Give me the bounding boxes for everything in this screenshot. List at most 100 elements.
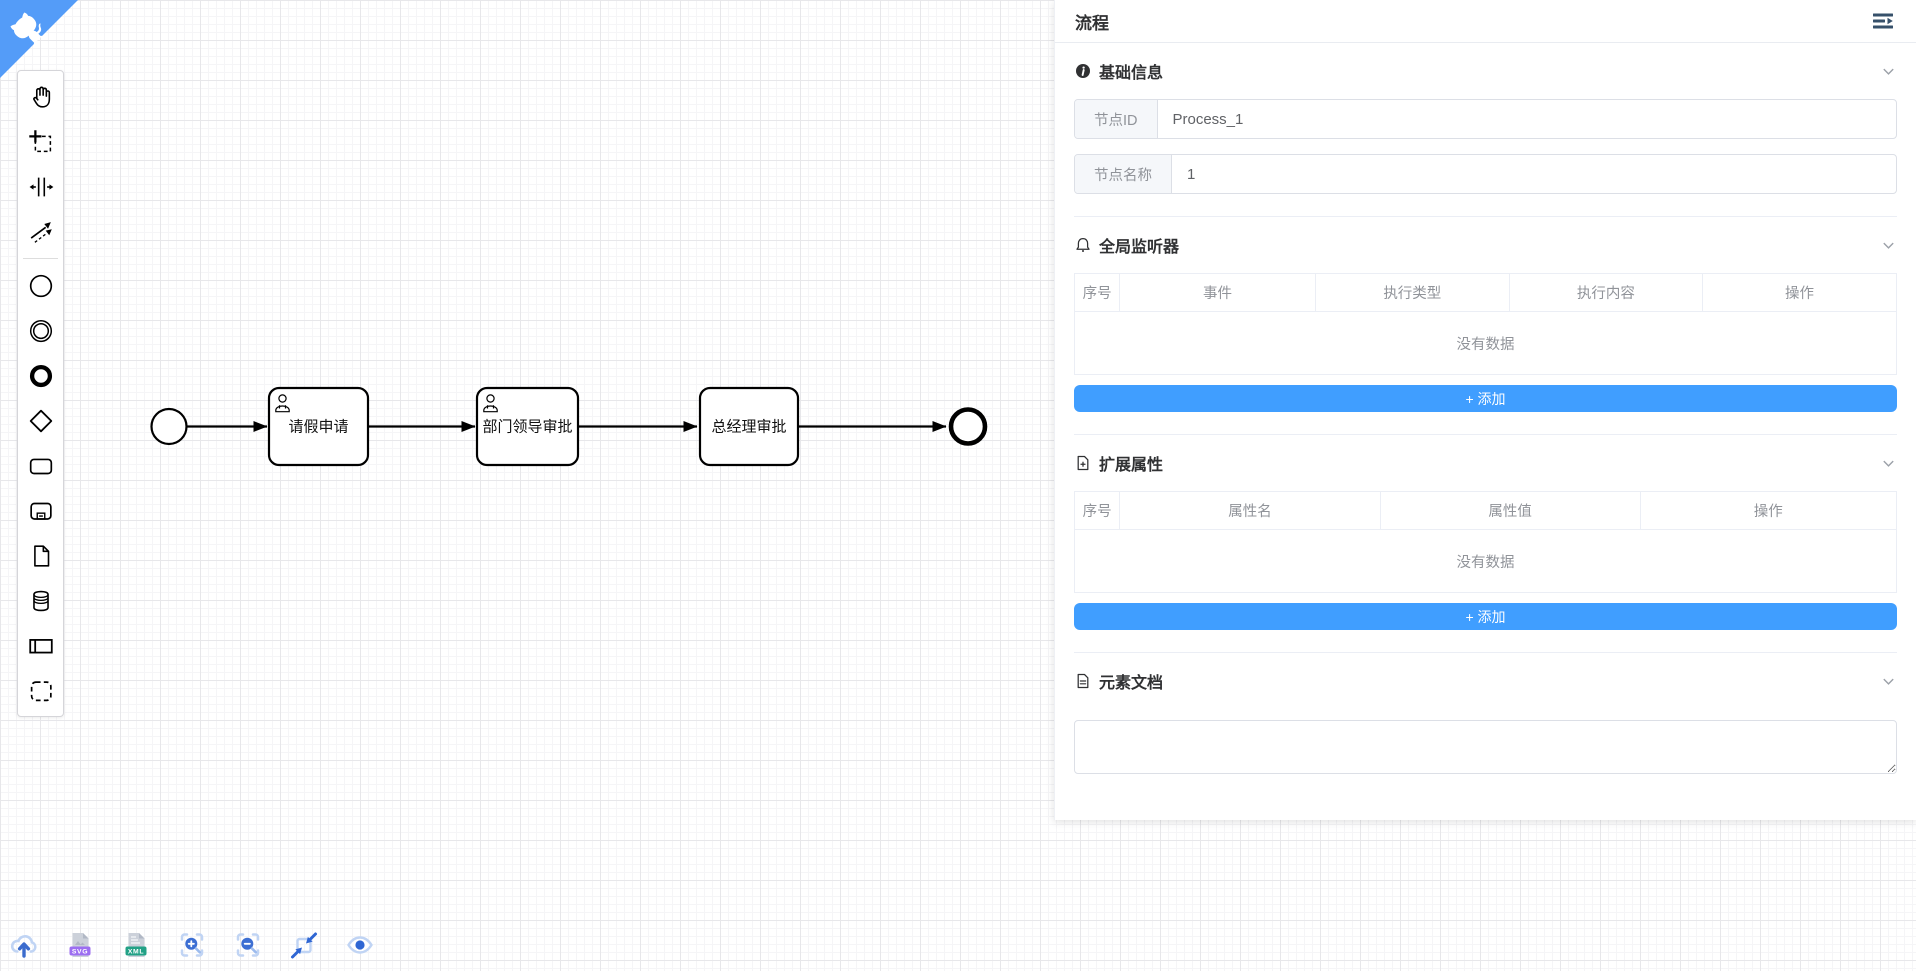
properties-panel: 流程 基础信息 (1054, 0, 1916, 820)
space-tool[interactable] (18, 164, 63, 209)
create-end-event[interactable] (18, 353, 63, 398)
gateway-icon (29, 409, 52, 432)
svg-text:总经理审批: 总经理审批 (711, 419, 786, 436)
section-title: 全局监听器 (1099, 239, 1180, 256)
panel-title: 流程 (1075, 13, 1109, 33)
task-icon (29, 458, 52, 474)
create-gateway[interactable] (18, 398, 63, 443)
create-data-object[interactable] (18, 533, 63, 578)
zoom-out-icon (236, 933, 260, 957)
section-element-doc-header[interactable]: 元素文档 (1074, 653, 1897, 706)
zoom-out-button[interactable] (233, 929, 263, 961)
bpmn-diagram: 请假申请 部门领导审批 总经理审批 (150, 386, 988, 467)
section-extended-attributes-header[interactable]: 扩展属性 (1074, 435, 1897, 488)
listeners-table: 序号 事件 执行类型 执行内容 操作 没有数据 (1074, 273, 1897, 375)
panel-header: 流程 (1055, 0, 1916, 43)
node-name-field: 节点名称 (1074, 154, 1897, 194)
lasso-tool[interactable] (18, 119, 63, 164)
chevron-down-icon[interactable] (1881, 674, 1896, 689)
global-connect-tool[interactable] (18, 209, 63, 254)
user-task-node[interactable]: 请假申请 (267, 386, 370, 467)
end-event-icon (29, 364, 52, 387)
space-tool-icon (29, 177, 53, 196)
upload-button[interactable] (9, 929, 39, 961)
section-element-doc: 元素文档 (1074, 653, 1897, 801)
add-attribute-button[interactable]: + 添加 (1074, 603, 1897, 630)
hand-icon (32, 86, 50, 108)
column-header: 事件 (1119, 273, 1316, 312)
column-header: 序号 (1074, 273, 1121, 312)
github-octocat-icon (0, 0, 78, 78)
column-header: 操作 (1640, 491, 1897, 530)
svg-text:SVG: SVG (72, 948, 88, 955)
create-participant[interactable] (18, 623, 63, 668)
start-event-icon (29, 274, 52, 297)
node-id-input[interactable] (1157, 100, 1896, 138)
chevron-down-icon[interactable] (1881, 456, 1896, 471)
github-corner-link[interactable] (0, 0, 78, 78)
reset-view-button[interactable] (289, 929, 319, 961)
svg-text:部门领导审批: 部门领导审批 (482, 419, 572, 436)
data-store-icon (32, 590, 49, 611)
add-listener-button[interactable]: + 添加 (1074, 385, 1897, 412)
svg-text:请假申请: 请假申请 (288, 419, 348, 436)
document-icon (1077, 673, 1089, 689)
info-filled-icon (1076, 64, 1090, 78)
group-icon (30, 680, 52, 701)
fit-viewport-icon (291, 932, 317, 959)
section-title: 基础信息 (1099, 65, 1164, 82)
section-global-listeners: 全局监听器 序号 事件 执行类型 执行内容 操作 (1074, 217, 1897, 435)
canvas-toolbar: SVG XML (9, 929, 375, 961)
empty-table-text: 没有数据 (1456, 336, 1515, 353)
section-basic-info: 基础信息 节点ID 节点名称 (1074, 43, 1897, 217)
intermediate-event-icon (29, 319, 52, 342)
node-name-input[interactable] (1172, 155, 1896, 193)
section-title: 扩展属性 (1099, 457, 1164, 474)
section-global-listeners-header[interactable]: 全局监听器 (1074, 217, 1897, 270)
attributes-table: 序号 属性名 属性值 操作 没有数据 (1074, 491, 1897, 593)
export-xml-button[interactable]: XML (121, 929, 151, 961)
create-start-event[interactable] (18, 263, 63, 308)
node-name-label: 节点名称 (1075, 155, 1172, 193)
column-header: 属性名 (1119, 491, 1381, 530)
create-intermediate-event[interactable] (18, 308, 63, 353)
create-group[interactable] (18, 668, 63, 713)
zoom-in-button[interactable] (177, 929, 207, 961)
task-node[interactable]: 总经理审批 (698, 386, 800, 467)
collapse-panel-button[interactable] (1870, 8, 1896, 34)
svg-file-icon: SVG (69, 933, 91, 957)
create-data-store[interactable] (18, 578, 63, 623)
node-id-label: 节点ID (1075, 100, 1158, 138)
connect-icon (30, 221, 52, 243)
column-header: 执行内容 (1509, 273, 1703, 312)
node-id-field: 节点ID (1074, 99, 1897, 139)
expand-menu-icon (1873, 13, 1893, 29)
user-icon (275, 394, 290, 413)
start-event-node[interactable] (150, 407, 188, 446)
create-subprocess[interactable] (18, 488, 63, 533)
chevron-down-icon[interactable] (1881, 64, 1896, 79)
eye-icon (347, 936, 373, 954)
upload-cloud-icon (10, 934, 37, 958)
hand-tool[interactable] (18, 74, 63, 119)
xml-file-icon: XML (125, 933, 147, 957)
preview-button[interactable] (345, 929, 375, 961)
section-extended-attributes: 扩展属性 序号 属性名 属性值 操作 (1074, 435, 1897, 653)
element-doc-textarea[interactable] (1074, 720, 1897, 774)
empty-table-text: 没有数据 (1456, 554, 1515, 571)
chevron-down-icon[interactable] (1881, 238, 1896, 253)
column-header: 属性值 (1380, 491, 1641, 530)
bell-icon (1076, 237, 1090, 252)
export-svg-button[interactable]: SVG (65, 929, 95, 961)
create-task[interactable] (18, 443, 63, 488)
participant-icon (28, 638, 53, 653)
section-title: 元素文档 (1099, 675, 1164, 692)
user-task-node[interactable]: 部门领导审批 (475, 386, 580, 467)
user-icon (483, 394, 498, 413)
column-header: 执行类型 (1315, 273, 1510, 312)
data-object-icon (33, 544, 49, 567)
section-basic-info-header[interactable]: 基础信息 (1074, 43, 1897, 96)
column-header: 序号 (1074, 491, 1121, 530)
end-event-node[interactable] (948, 407, 988, 446)
document-add-icon (1077, 455, 1089, 471)
